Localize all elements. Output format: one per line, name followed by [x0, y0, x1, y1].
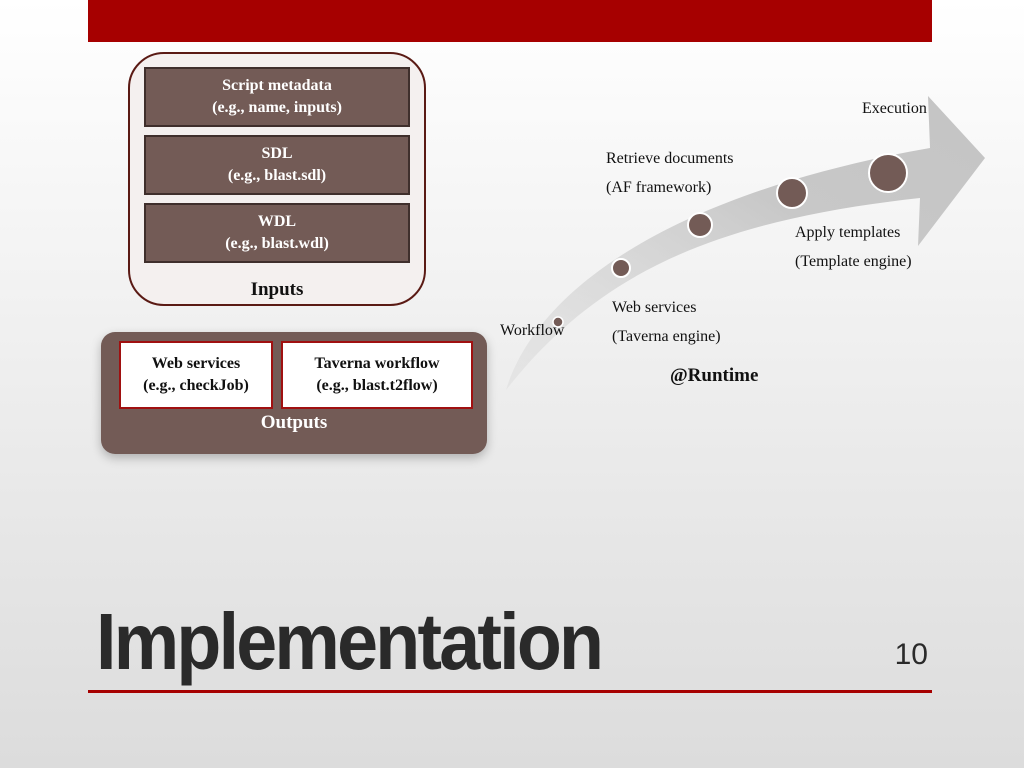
- input-script-metadata: Script metadata (e.g., name, inputs): [144, 67, 410, 127]
- output-taverna-workflow-example: (e.g., blast.t2flow): [316, 377, 438, 394]
- input-script-metadata-title: Script metadata: [222, 77, 332, 94]
- step-dot-execution: [868, 153, 908, 193]
- step-retrieve-documents-framework: (AF framework): [606, 179, 712, 196]
- step-apply-templates-title: Apply templates: [795, 224, 901, 241]
- input-sdl: SDL (e.g., blast.sdl): [144, 135, 410, 195]
- output-web-services-example: (e.g., checkJob): [143, 377, 249, 394]
- step-retrieve-documents-title: Retrieve documents: [606, 150, 734, 167]
- bottom-accent-line: [88, 690, 932, 693]
- output-taverna-workflow: Taverna workflow (e.g., blast.t2flow): [281, 341, 473, 409]
- step-web-services-title: Web services: [612, 299, 697, 316]
- step-dot-web-services: [611, 258, 631, 278]
- step-web-services: Web services (Taverna engine): [612, 293, 721, 351]
- step-dot-workflow: [552, 316, 564, 328]
- slide-title: Implementation: [96, 597, 604, 686]
- outputs-label: Outputs: [260, 412, 328, 433]
- input-wdl-title: WDL: [257, 213, 297, 230]
- page-number: 10: [894, 638, 928, 671]
- step-apply-templates: Apply templates (Template engine): [795, 218, 912, 276]
- output-taverna-workflow-title: Taverna workflow: [314, 355, 440, 372]
- step-dot-retrieve: [687, 212, 713, 238]
- step-web-services-engine: (Taverna engine): [612, 328, 721, 345]
- output-web-services: Web services (e.g., checkJob): [119, 341, 273, 409]
- input-sdl-example: (e.g., blast.sdl): [227, 167, 327, 184]
- step-workflow-label: Workflow: [500, 322, 565, 339]
- inputs-label: Inputs: [250, 279, 304, 300]
- top-accent-bar: [88, 0, 932, 42]
- workflow-arrow-body: [506, 96, 985, 390]
- input-script-metadata-example: (e.g., name, inputs): [212, 99, 342, 116]
- runtime-label: @Runtime: [670, 365, 759, 386]
- input-wdl-example: (e.g., blast.wdl): [225, 235, 329, 252]
- step-execution-label: Execution: [862, 100, 927, 117]
- step-dot-apply: [776, 177, 808, 209]
- input-sdl-title: SDL: [261, 145, 293, 162]
- step-retrieve-documents: Retrieve documents (AF framework): [606, 144, 734, 202]
- input-wdl: WDL (e.g., blast.wdl): [144, 203, 410, 263]
- step-apply-templates-engine: (Template engine): [795, 253, 912, 270]
- output-web-services-title: Web services: [151, 355, 241, 372]
